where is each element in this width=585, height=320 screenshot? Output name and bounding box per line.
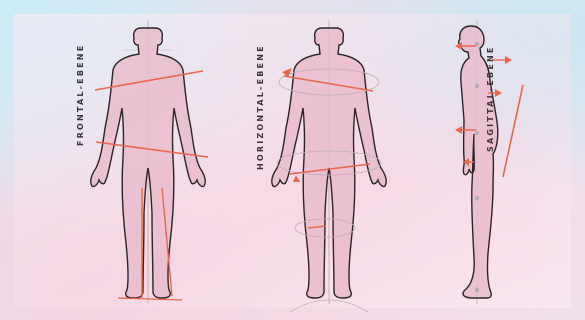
joint-marker — [475, 288, 479, 292]
front-figure-horizontal — [272, 20, 386, 304]
arrowhead — [282, 68, 292, 77]
sagittal-plane-label: SAGITTAL-EBENE — [486, 45, 495, 152]
frontal-plane-label: FRONTAL-EBENE — [76, 44, 85, 146]
sagittal-plane-line — [503, 85, 523, 177]
arrowhead — [505, 56, 512, 64]
joint-marker — [475, 84, 479, 88]
front-figure-frontal — [91, 20, 205, 304]
horizontal-plane-label: HORIZONTAL-EBENE — [256, 44, 265, 170]
joint-marker — [475, 196, 479, 200]
frontal-plane-line-base — [118, 298, 182, 300]
arrowhead — [293, 175, 300, 182]
joint-marker — [475, 131, 479, 135]
arrowhead — [455, 126, 462, 134]
arrowhead — [495, 89, 502, 97]
